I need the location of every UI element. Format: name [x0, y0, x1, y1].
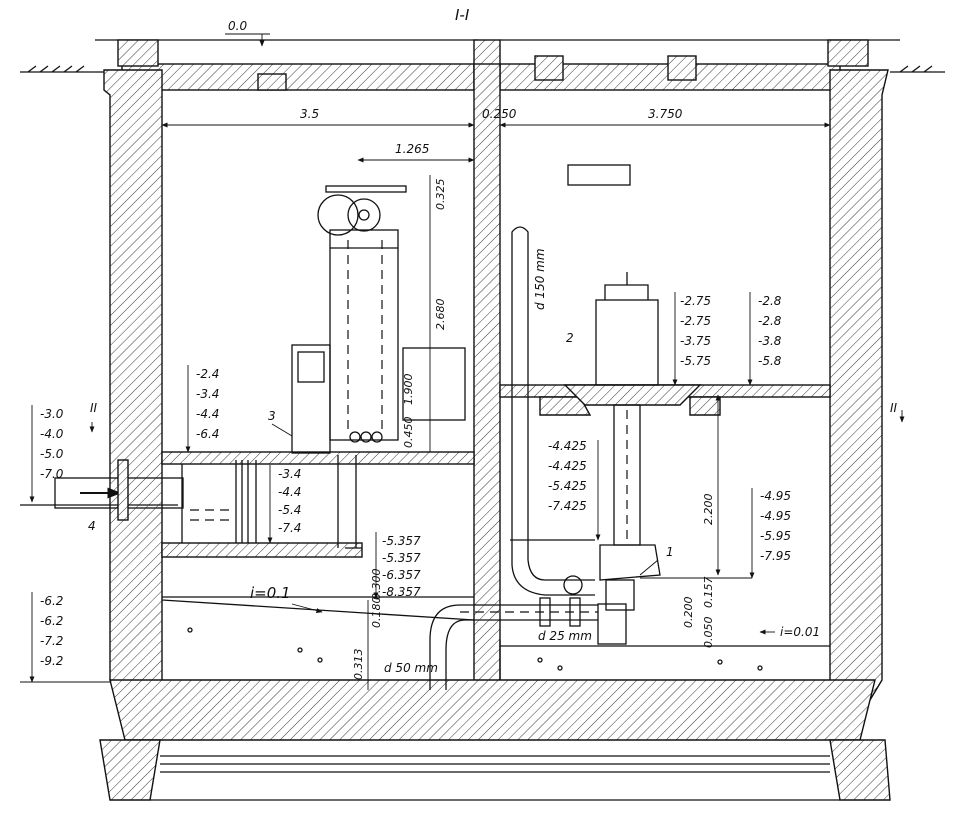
mark-pump-level-2: -4.425 [548, 459, 587, 473]
dim-0450: 0.450 [402, 417, 415, 449]
mark-inlet-1: -3.0 [40, 407, 64, 421]
dim-1900: 1.900 [402, 374, 415, 406]
item-1: 1 [666, 545, 674, 559]
top-dimensions: 3.5 0.250 3.750 [161, 107, 831, 128]
mark-channel-top-2: -3.4 [196, 387, 219, 401]
mark-pipe-level-1: -5.357 [382, 534, 421, 548]
screen-mechanism [291, 185, 466, 549]
dim-0313: 0.313 [352, 649, 365, 681]
mark-sump-bottom-1: -6.2 [40, 594, 63, 608]
pump-motor [595, 272, 659, 546]
section-mark-right: II [890, 401, 905, 423]
receiving-channel [161, 451, 475, 558]
label-pipe-d25: d 25 mm [538, 629, 592, 643]
mark-pit-level-1: -4.95 [760, 489, 791, 503]
mark-channel-water-2: -4.4 [278, 485, 301, 499]
mark-sump-bottom-3: -7.2 [40, 634, 63, 648]
mark-channel-water: -3.4 -4.4 -5.4 -7.4 [267, 465, 301, 544]
mark-sump-bottom-2: -6.2 [40, 614, 63, 628]
slope-right-label: i=0.01 [780, 625, 820, 639]
section-title: I-I [455, 6, 470, 24]
mark-floor-b-1: -2.8 [758, 294, 782, 308]
mark-floor-b-4: -5.8 [758, 354, 782, 368]
mark-floor-b-3: -3.8 [758, 334, 782, 348]
slope-left: i=0.1 [250, 584, 323, 613]
mark-pit-level-4: -7.95 [760, 549, 791, 563]
dim-2680: 2.680 [434, 299, 447, 331]
dim-1265: 1.265 [395, 142, 429, 156]
outer-structure [99, 39, 891, 801]
mark-channel-water-1: -3.4 [278, 467, 301, 481]
section-mark-right-label: II [890, 401, 898, 415]
mark-inlet: -3.0 -4.0 -5.0 -7.0 [29, 405, 64, 503]
mark-floor-b-2: -2.8 [758, 314, 782, 328]
dim-2200: 2.200 [702, 494, 715, 526]
section-mark-left: II [89, 401, 98, 433]
mark-sump-bottom-4: -9.2 [40, 654, 63, 668]
mark-channel-top-1: -2.4 [196, 367, 219, 381]
pipe-d150 [510, 226, 595, 596]
mark-floor-a-3: -3.75 [680, 334, 711, 348]
dim-050: 0.050 [702, 617, 715, 649]
mark-pipe-level-4: -8.357 [382, 585, 421, 599]
mark-pit-level-3: -5.95 [760, 529, 791, 543]
mark-inlet-2: -4.0 [40, 427, 64, 441]
mark-floor-a-4: -5.75 [680, 354, 711, 368]
vent-opening [567, 164, 631, 186]
surface-mark: 0.0 [225, 19, 270, 47]
mark-floor-a-1: -2.75 [680, 294, 711, 308]
item-2: 2 [566, 331, 574, 345]
dim-0180: 0.180 [370, 597, 383, 629]
sump-dimensions: 0.313 0.180 0.300 [352, 569, 383, 690]
inlet-pipe [20, 459, 184, 521]
mark-pump-level: -4.425 -4.425 -5.425 -7.425 [548, 439, 601, 541]
slope-left-label: i=0.1 [250, 584, 291, 602]
slope-right: i=0.01 [759, 625, 820, 639]
mark-channel-water-4: -7.4 [278, 521, 301, 535]
mark-sump-bottom: -6.2 -6.2 -7.2 -9.2 [20, 592, 110, 683]
mark-floor-a-2: -2.75 [680, 314, 711, 328]
mark-channel-top-3: -4.4 [196, 407, 219, 421]
section-mark-left-label: II [90, 401, 98, 415]
mark-floor-b: -2.8 -2.8 -3.8 -5.8 [747, 292, 782, 386]
mark-floor-a: -2.75 -2.75 -3.75 -5.75 [672, 292, 711, 386]
mark-pipe-level-3: -6.357 [382, 568, 421, 582]
item-4: 4 [88, 519, 96, 533]
pump [597, 544, 661, 645]
mark-pit-level-2: -4.95 [760, 509, 791, 523]
dim-right-span: 3.750 [648, 107, 683, 121]
mark-pit-level: -4.95 -4.95 -5.95 -7.95 [749, 488, 791, 579]
dim-left-span: 3.5 [300, 107, 319, 121]
mark-channel-water-3: -5.4 [278, 503, 301, 517]
dim-0300: 0.300 [370, 569, 383, 601]
mark-inlet-4: -7.0 [40, 467, 64, 481]
pipe-d50 [429, 597, 598, 690]
dim-wall: 0.250 [482, 107, 517, 121]
mark-pump-level-1: -4.425 [548, 439, 587, 453]
label-pipe-d150: d 150 mm [533, 248, 547, 310]
surface-mark-label: 0.0 [228, 19, 247, 33]
screen-dimensions: 1.265 0.325 2.680 1.900 0.450 [357, 142, 475, 452]
pump-floor [499, 384, 831, 416]
mark-pipe-level: -5.357 -5.357 -6.357 -8.357 [373, 532, 421, 599]
dim-0157: 0.157 [702, 577, 715, 609]
mark-pump-level-3: -5.425 [548, 479, 587, 493]
mark-pipe-level-2: -5.357 [382, 551, 421, 565]
label-pipe-d50: d 50 mm [384, 661, 438, 675]
item-3: 3 [268, 409, 276, 423]
dim-0325: 0.325 [434, 179, 447, 211]
mark-inlet-3: -5.0 [40, 447, 64, 461]
dim-0200: 0.200 [682, 597, 695, 629]
mark-pump-level-4: -7.425 [548, 499, 587, 513]
mark-channel-top: -2.4 -3.4 -4.4 -6.4 [185, 365, 219, 453]
pump-dimensions: 2.200 0.157 0.200 0.050 [640, 394, 752, 649]
mark-channel-top-4: -6.4 [196, 427, 219, 441]
